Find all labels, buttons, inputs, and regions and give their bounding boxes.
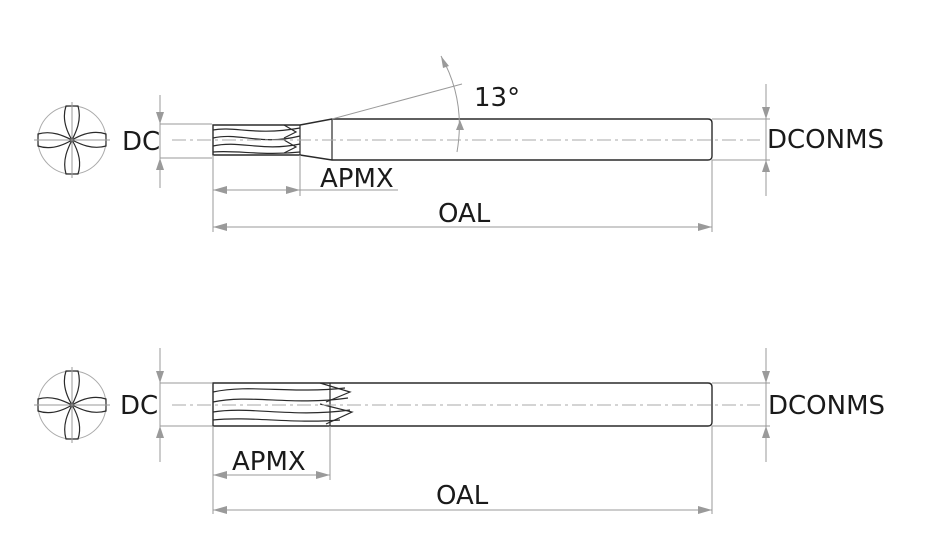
dconms-dimension-top — [712, 84, 770, 196]
oal-dimension-bottom — [213, 426, 713, 514]
oal-label-bottom: OAL — [436, 481, 489, 511]
dconms-label-top: DCONMS — [767, 125, 884, 155]
apmx-dimension-bottom — [212, 426, 331, 514]
angle-label: 13° — [474, 83, 520, 113]
oal-dimension-top — [213, 160, 713, 232]
apmx-dimension-top — [212, 155, 398, 232]
dc-dimension-bottom — [156, 348, 212, 462]
end-view-icon-bottom — [34, 367, 110, 443]
dconms-dimension-bottom — [712, 348, 770, 462]
apmx-label-top: APMX — [320, 164, 394, 194]
dc-label-top: DC — [122, 127, 160, 157]
top-view: DC 13° — [34, 55, 884, 232]
apmx-label-bottom: APMX — [232, 447, 306, 477]
tool-body-top — [212, 118, 713, 161]
end-view-icon — [34, 102, 110, 178]
angle-dimension — [331, 55, 464, 153]
oal-label-top: OAL — [438, 199, 491, 229]
bottom-view: DC DCONMS APM — [34, 348, 885, 514]
dc-label-bottom: DC — [120, 391, 158, 421]
dconms-label-bottom: DCONMS — [768, 391, 885, 421]
dc-dimension-top — [156, 95, 212, 188]
tool-body-bottom — [212, 382, 713, 427]
